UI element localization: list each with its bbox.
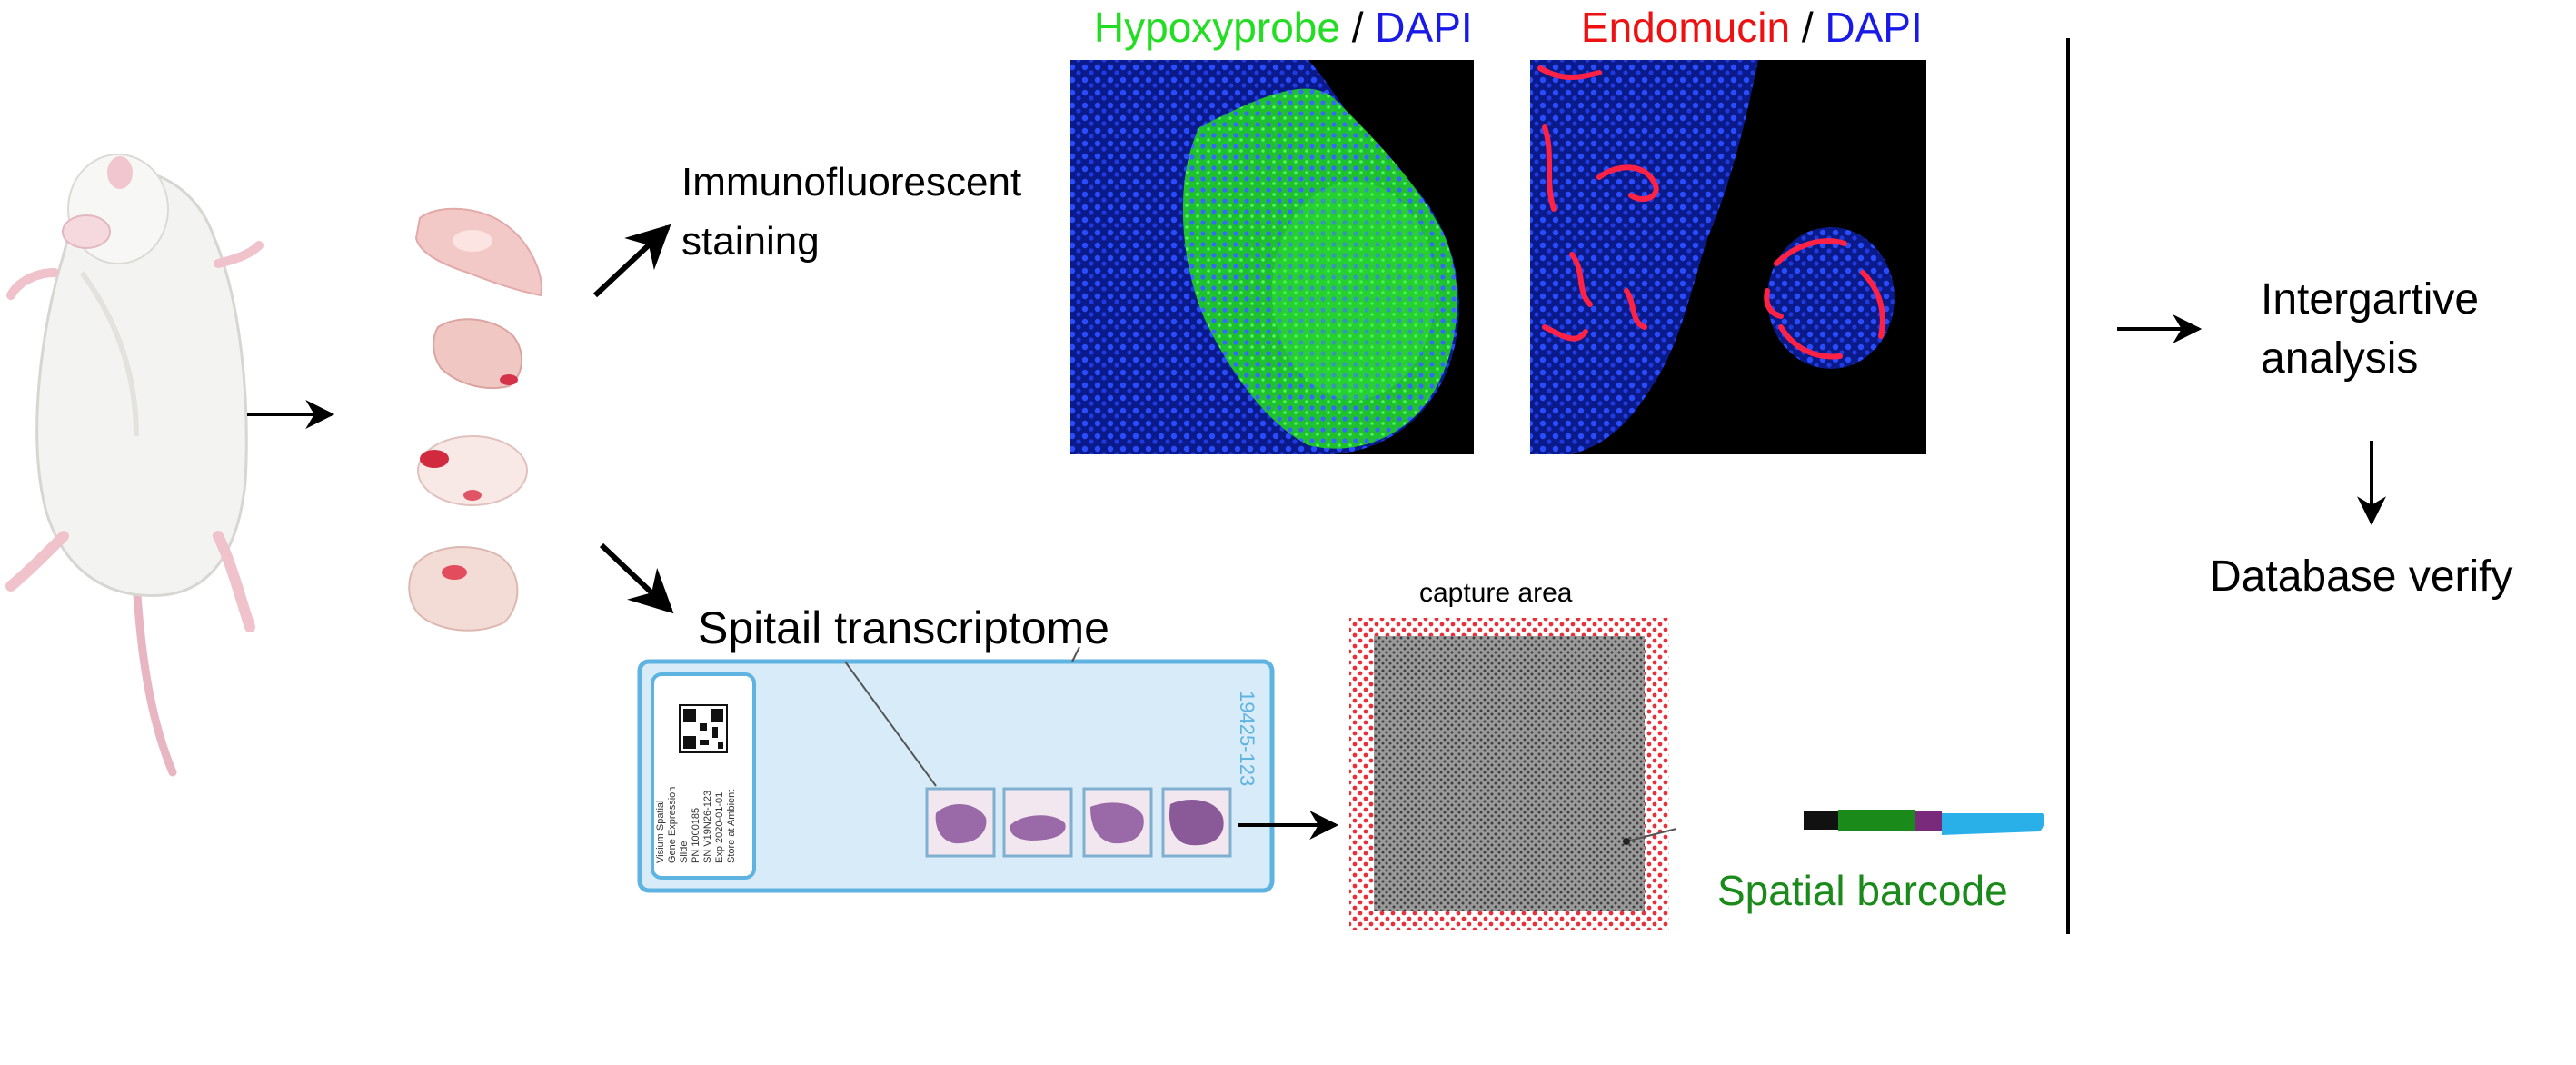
slide-capture-area-1 [925, 787, 996, 858]
arrow-to-staining [592, 224, 671, 298]
tumor-sample-2 [433, 318, 523, 390]
spatial-barcode-label: Spatial barcode [1717, 867, 2008, 914]
hypoxyprobe-title-sep: / [1340, 4, 1375, 51]
endomucin-title-sep: / [1790, 4, 1825, 51]
capture-area-label: capture area [1419, 578, 1573, 608]
slide-label-line: Exp 2020-01-01 [714, 792, 725, 863]
analysis-label-line2: analysis [2261, 334, 2418, 383]
slide-label-text: Visium Spatial Gene Expression Slide PN … [655, 767, 737, 863]
arrow-to-spatial [599, 542, 674, 614]
database-verify-label: Database verify [2210, 552, 2513, 601]
hypoxyprobe-micrograph [1070, 60, 1474, 454]
slide-label-line: SN V19N26-123 [702, 791, 713, 863]
slide-label-line: Gene Expression [667, 787, 678, 863]
slide-capture-area-4 [1161, 787, 1232, 858]
dapi-title-text-right: DAPI [1825, 4, 1922, 51]
endomucin-title-text: Endomucin [1581, 4, 1790, 51]
hypoxyprobe-panel-title: Hypoxyprobe / DAPI [1036, 4, 1507, 51]
hypoxyprobe-title-text: Hypoxyprobe [1094, 4, 1340, 51]
staining-label-line2: staining [681, 219, 820, 264]
tumor-sample-3 [417, 435, 528, 506]
mouse-illustration [5, 154, 264, 777]
endomucin-micrograph [1530, 60, 1926, 454]
tumor-tissue-illustration [408, 207, 542, 632]
tumor-sample-1 [414, 207, 542, 297]
visium-slide: Visium Spatial Gene Expression Slide PN … [637, 646, 1275, 893]
endomucin-panel-title: Endomucin / DAPI [1523, 4, 1957, 51]
slide-label-line: Visium Spatial [655, 801, 666, 864]
barcode-strand-icon [1804, 810, 2045, 835]
capture-area-grid [1349, 618, 1677, 930]
staining-label-line1: Immunofluorescent [681, 160, 1021, 204]
analysis-label-line1: Intergartive [2261, 275, 2479, 323]
slide-label-line: PN 1000185 [691, 808, 701, 863]
slide-capture-area-3 [1082, 787, 1153, 858]
qr-code-icon [679, 704, 728, 753]
spatial-transcriptome-label: Spitail transcriptome [698, 602, 1109, 653]
slide-label-line: Store at Ambient [726, 790, 737, 863]
tumor-sample-4 [408, 546, 519, 632]
slide-id-text: 19425-123 [1236, 691, 1258, 786]
slide-capture-area-2 [1002, 787, 1073, 858]
slide-label-line: Slide [679, 841, 690, 863]
dapi-title-text-left: DAPI [1375, 4, 1472, 51]
